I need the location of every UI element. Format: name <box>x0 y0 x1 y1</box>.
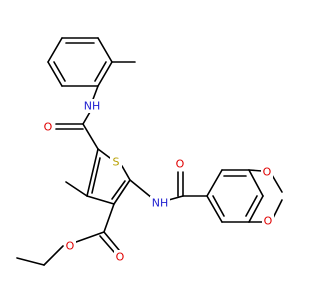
o-dioxole-upper-text: O <box>263 166 272 179</box>
ester-c-o-bond <box>75 231 105 243</box>
thiophene-ester-bond <box>103 203 115 233</box>
o-amide-right-label: O <box>174 157 186 171</box>
benzodioxole-ring <box>206 169 264 223</box>
nh-right-text: NH <box>152 197 169 210</box>
dioxole-bond-ch2-upper <box>271 174 283 193</box>
o-ester-carbonyl-label: O <box>114 250 126 264</box>
thiophene-ring <box>86 148 131 205</box>
nh-top-label: NH <box>82 99 102 113</box>
ethyl-bond-1 <box>43 245 64 266</box>
o-dioxole-lower-label: O <box>262 214 274 228</box>
o-amide-top-text: O <box>44 121 53 134</box>
o-ester-carbonyl-text: O <box>116 251 125 264</box>
nh-top-text: NH <box>84 100 101 113</box>
molecule-diagram: NH O S NH O O O O O <box>16 37 283 266</box>
dioxole-bond-upper <box>248 169 263 172</box>
o-dioxole-lower-text: O <box>264 215 273 228</box>
thiophene-methyl-bond <box>65 181 88 197</box>
o-amide-top-label: O <box>42 120 54 134</box>
nh-right-label: NH <box>150 196 170 210</box>
o-ester-ether-label: O <box>64 239 76 253</box>
ethyl-bond-2 <box>16 257 45 266</box>
carbonyl-thiophene-bond <box>82 123 99 150</box>
structure-canvas: NH O S NH O O O O O <box>16 37 283 266</box>
ester-co-double <box>103 231 120 251</box>
n-carbonyl-bond <box>82 111 91 125</box>
tolyl-ring <box>47 37 113 87</box>
thiophene-n-bond <box>129 179 153 199</box>
o-ester-ether-text: O <box>66 240 75 253</box>
s-thiophene-text: S <box>113 156 120 169</box>
s-thiophene-label: S <box>110 155 122 169</box>
dioxole-bond-ch2-lower <box>272 199 283 219</box>
o-dioxole-upper-label: O <box>261 165 273 179</box>
o-amide-right-text: O <box>176 158 185 171</box>
